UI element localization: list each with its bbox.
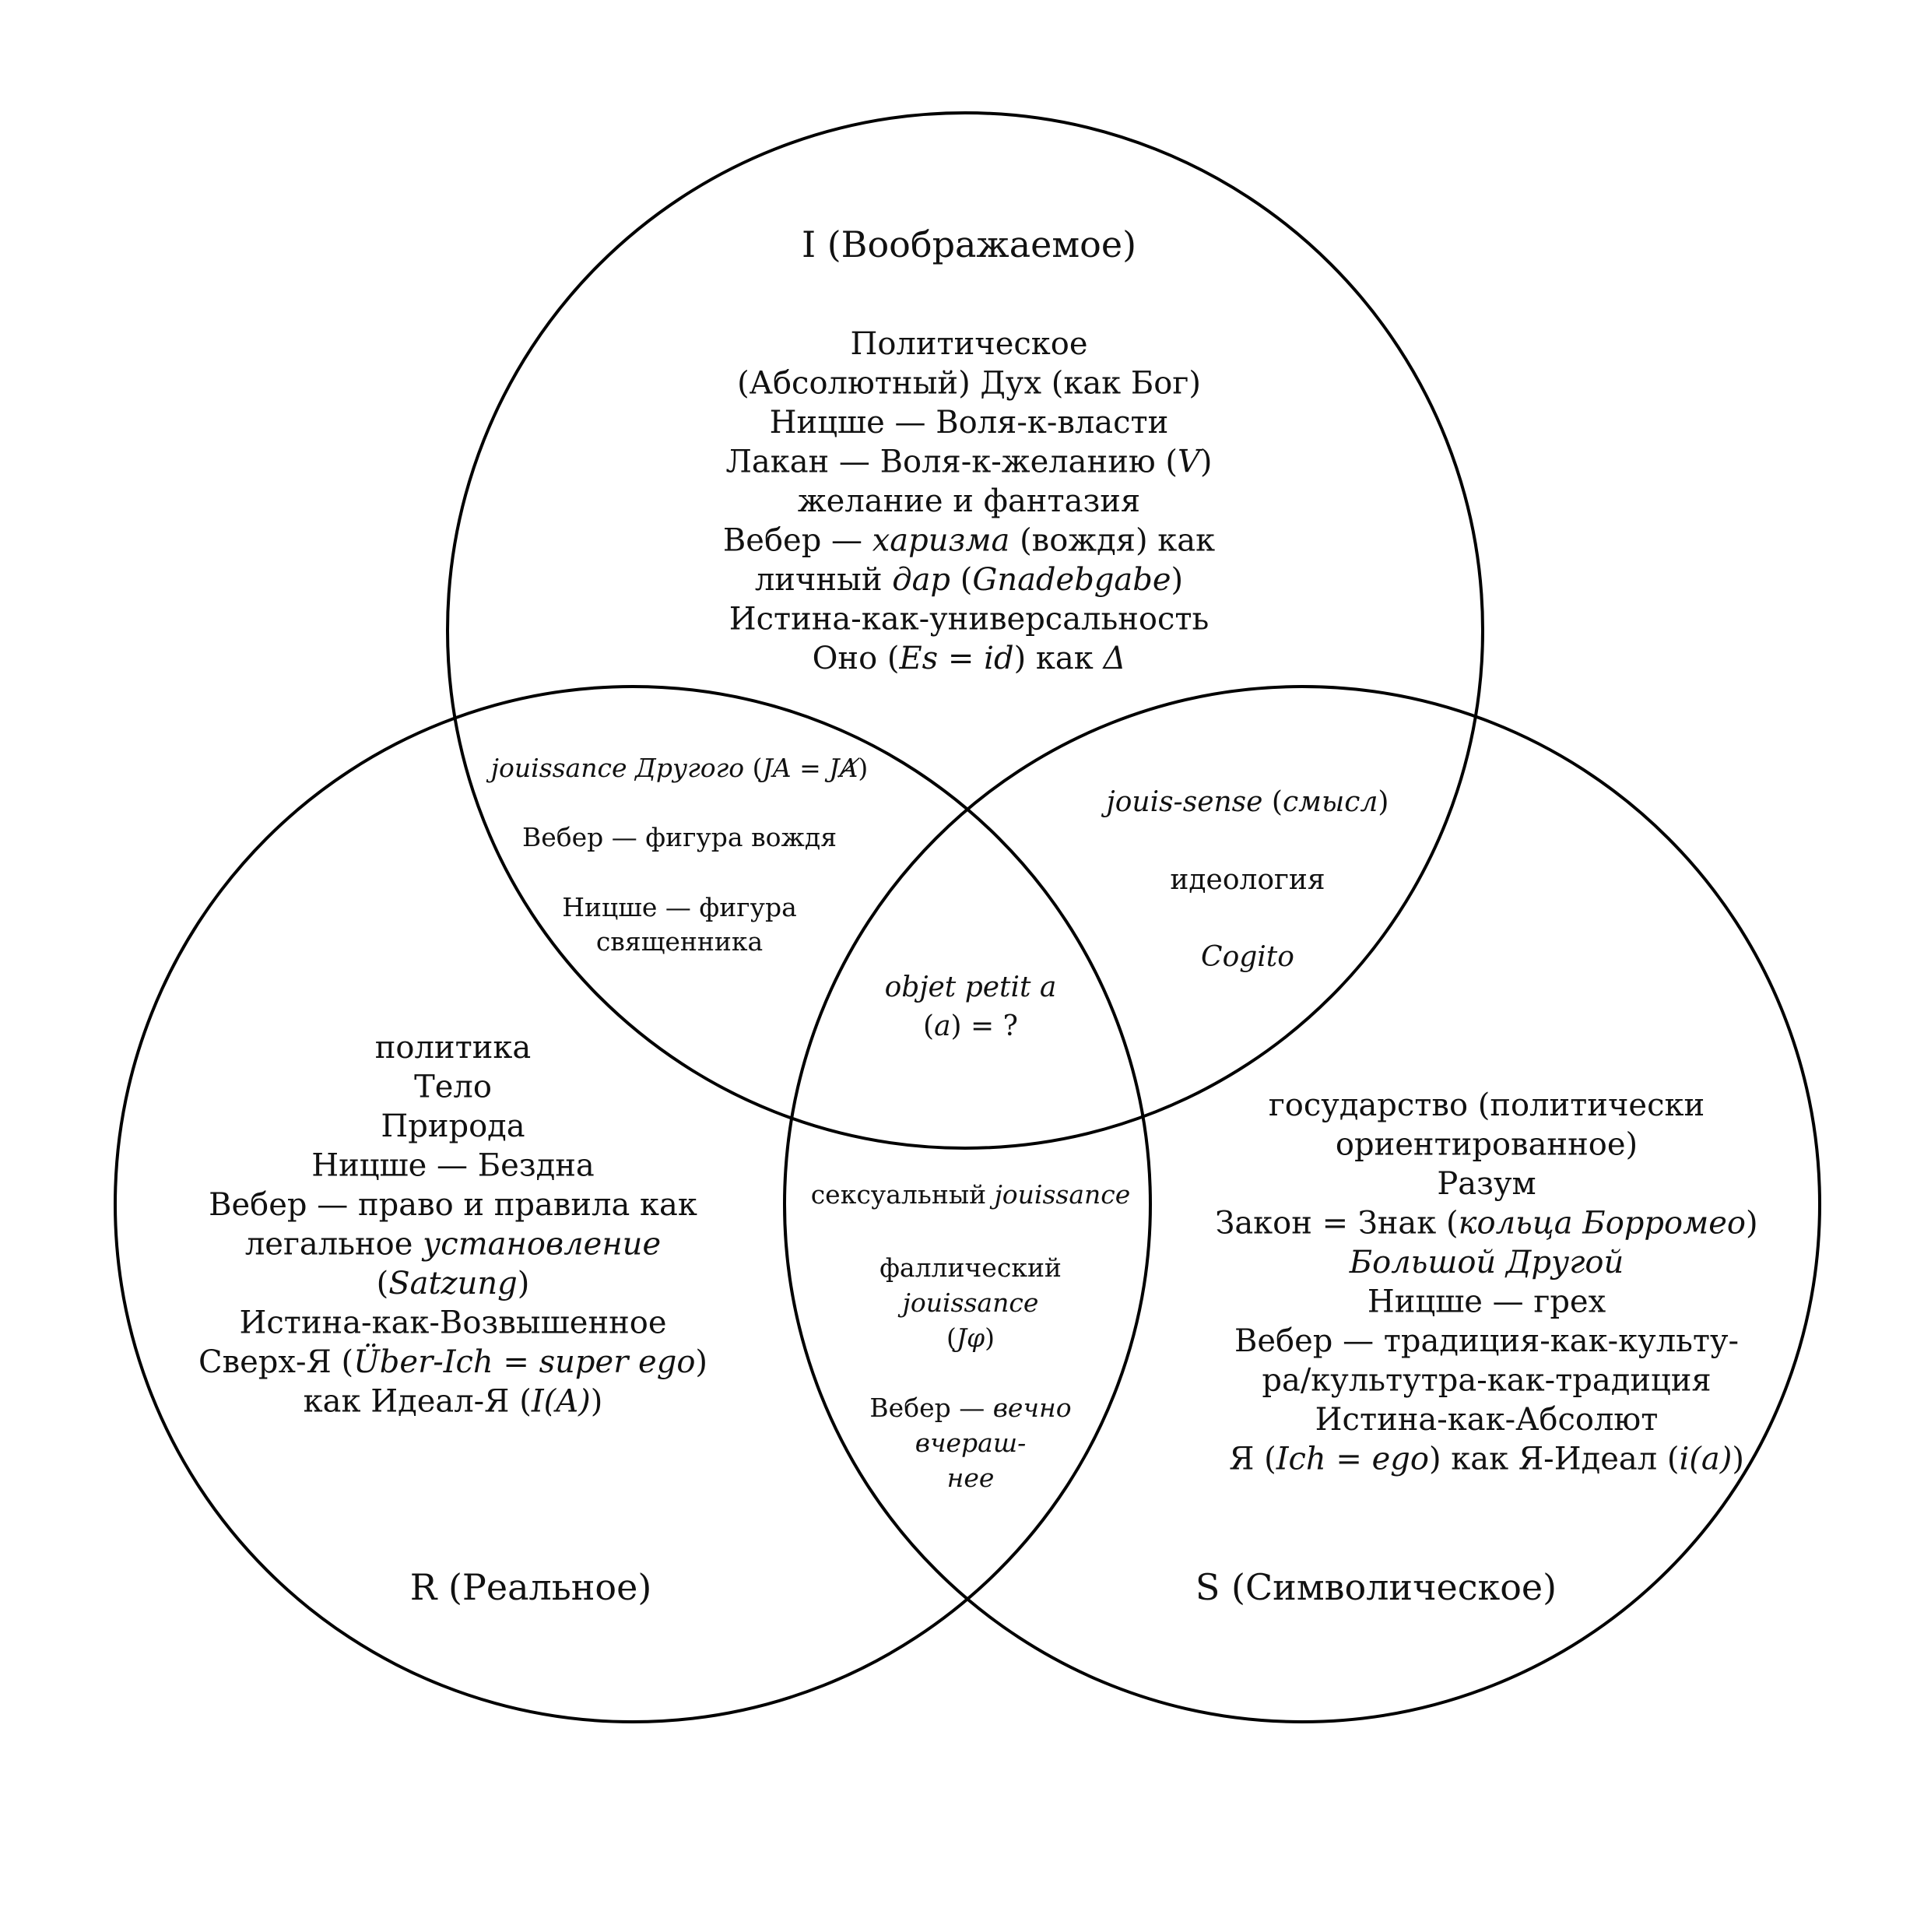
diagram-text-line: Политическое: [850, 326, 1087, 362]
diagram-text-line: (Satzung): [377, 1266, 530, 1301]
real-title: R (Реальное): [410, 1566, 652, 1608]
diagram-text-line: Вебер — традиция-как-культу-: [1234, 1323, 1739, 1359]
diagram-text-line: фаллический: [879, 1252, 1062, 1283]
imaginary-real-intersection-text: jouissance Другого (JA = JȺ) Вебер — фигу…: [486, 753, 868, 957]
diagram-text-line: Ницше — Бездна: [311, 1148, 595, 1184]
diagram-text-line: Большой Другой: [1349, 1245, 1624, 1280]
real-symbolic-intersection-text: сексуальный jouissance фаллический jouissa…: [811, 1179, 1131, 1493]
diagram-text-line: jouissance: [897, 1287, 1039, 1318]
diagram-text-line: ра/культутра-как-традиция: [1262, 1363, 1711, 1399]
diagram-text-line: Я (Ich = ego) как Я-Идеал (i(a)): [1229, 1442, 1744, 1477]
diagram-text-line: Ницше — фигура: [562, 892, 797, 922]
diagram-text-line: идеология: [1170, 864, 1325, 896]
imaginary-title: I (Воображаемое): [802, 223, 1136, 265]
diagram-text-line: Ницше — грех: [1367, 1284, 1606, 1320]
diagram-text-line: сексуальный jouissance: [811, 1179, 1131, 1210]
diagram-text-line: как Идеал-Я (I(A)): [304, 1384, 603, 1420]
diagram-text-line: политика: [375, 1030, 531, 1066]
diagram-text-line: священника: [596, 926, 763, 957]
diagram-text-line: государство (политически: [1269, 1087, 1705, 1123]
diagram-text-line: Закон = Знак (кольца Борромео): [1215, 1206, 1757, 1242]
diagram-text-line: желание и фантазия: [798, 483, 1140, 519]
imaginary-text: Политическое (Абсолютный) Дух (как Бог)Ни…: [723, 326, 1215, 676]
diagram-text-line: Вебер — фигура вождя: [522, 822, 837, 852]
diagram-text-line: Природа: [381, 1108, 525, 1144]
imaginary-circle: [446, 111, 1484, 1150]
diagram-text-line: (a) = ?: [923, 1010, 1018, 1042]
symbolic-circle: [783, 685, 1821, 1723]
diagram-text-line: Истина-как-Возвышенное: [239, 1305, 666, 1341]
diagram-text-line: личный дар (Gnadebgabe): [755, 562, 1183, 598]
real-circle: [114, 685, 1152, 1723]
diagram-text-line: Лакан — Воля-к-желанию (V): [725, 444, 1212, 480]
diagram-text-line: Сверх-Я (Über-Ich = super ego): [198, 1344, 707, 1380]
diagram-text-line: Истина-как-Абсолют: [1315, 1402, 1659, 1438]
diagram-text-line: Вебер — вечно: [869, 1393, 1071, 1423]
diagram-text-line: jouissance Другого (JA = JȺ): [486, 753, 868, 783]
diagram-text-line: objet petit a: [885, 971, 1057, 1003]
center-intersection-text: objet petit a (a) = ?: [885, 971, 1057, 1042]
diagram-text-line: jouis-sense (смысл): [1101, 786, 1389, 818]
diagram-text-line: (Абсолютный) Дух (как Бог): [737, 366, 1201, 402]
diagram-text-line: нее: [947, 1463, 995, 1493]
diagram-text-line: ориентированное): [1336, 1127, 1638, 1163]
diagram-text-line: вчераш-: [915, 1428, 1026, 1458]
diagram-text-line: Ницше — Воля-к-власти: [770, 405, 1169, 441]
symbolic-title: S (Символическое): [1195, 1566, 1557, 1608]
diagram-text-line: Вебер — право и правила как: [209, 1187, 697, 1223]
symbolic-text: государство (политически ориентированное)…: [1215, 1087, 1757, 1477]
diagram-text-line: Cogito: [1201, 941, 1294, 973]
diagram-text-line: (Jφ): [946, 1323, 995, 1353]
diagram-text-line: легальное установление: [245, 1227, 661, 1263]
diagram-text-line: Тело: [414, 1070, 492, 1105]
diagram-text-line: Вебер — харизма (вождя) как: [723, 523, 1215, 559]
diagram-text-line: Истина-как-универсальность: [729, 602, 1210, 638]
diagram-text-line: Оно (Es = id) как Δ: [813, 641, 1126, 676]
diagram-text-line: Разум: [1437, 1166, 1536, 1202]
